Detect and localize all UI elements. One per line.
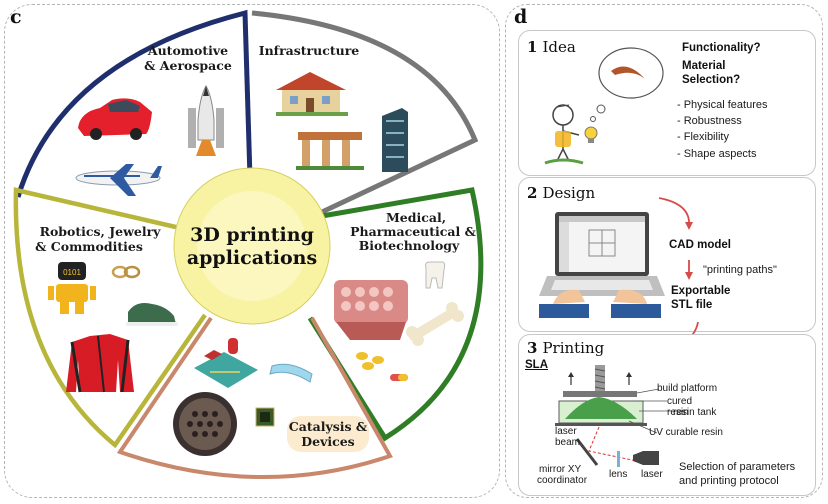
skyscraper-icon [382, 108, 408, 172]
sneaker-icon [126, 303, 178, 326]
selection-line2: and printing protocol [679, 475, 779, 487]
sla-label: SLA [525, 359, 548, 371]
uv-resin-label: UV curable resin [649, 427, 723, 438]
pills-icon [356, 352, 408, 381]
label-catalysis-line2: Devices [301, 434, 354, 449]
label-medical-line2: Pharmaceutical & [350, 224, 476, 239]
sector-robotics-arc [13, 187, 207, 449]
thinking-person-icon [544, 104, 584, 165]
label-automotive-line1: Automotive [147, 43, 228, 58]
material-question-line1: Material [682, 60, 726, 72]
hands-icon [539, 289, 661, 318]
export-line1: Exportable [671, 285, 731, 297]
label-catalysis-line1: Catalysis & [289, 419, 368, 434]
laser-beam-line1: laser [555, 426, 577, 437]
panel-d-letter: d [514, 6, 528, 28]
panel-d-frame [505, 4, 823, 498]
idea-illustration [544, 47, 664, 165]
idea-bullet-4: - Shape aspects [677, 148, 757, 160]
printing-paths-label: "printing paths" [703, 264, 777, 276]
build-platform-icon [563, 365, 637, 397]
panel-c-frame [4, 4, 500, 498]
label-infrastructure: Infrastructure [259, 43, 360, 58]
label-medical-line1: Medical, [386, 210, 446, 225]
space-shuttle-icon [188, 85, 224, 156]
idea-bullet-3: - Flexibility [677, 131, 729, 143]
laser-path [575, 426, 659, 467]
mirror-line2: coordinator [537, 475, 588, 486]
idea-bullet-1: - Physical features [677, 99, 768, 111]
car-icon [78, 98, 152, 140]
mirror-line1: mirror XY [539, 464, 582, 475]
airplane-icon [75, 164, 162, 196]
printing-step-number: 3 [527, 339, 538, 357]
cad-model-label: CAD model [669, 239, 731, 251]
sector-infrastructure-arc [251, 10, 479, 215]
house-icon [276, 72, 348, 116]
laser-beam-line2: beam [555, 437, 581, 448]
label-robotics-line1: Robotics, Jewelry [40, 224, 162, 239]
tissue-fibers-icon [334, 280, 408, 340]
sla-diagram [555, 365, 671, 467]
sector-medical-arc [307, 187, 484, 442]
center-title-line1: 3D printing [190, 224, 314, 246]
robot-display-text: 0101 [63, 268, 81, 277]
design-step-label: Design [542, 184, 596, 202]
design-arrow-curve [658, 197, 690, 227]
material-question-line2: Selection? [682, 74, 741, 86]
center-title-line2: applications [187, 247, 317, 269]
cured-resin-line1: cured [667, 396, 693, 407]
rings-icon [111, 265, 141, 279]
label-medical-line3: Biotechnology [359, 238, 460, 253]
functionality-question: Functionality? [682, 42, 761, 54]
resin-tank-icon [555, 397, 647, 426]
chip-icon [255, 407, 275, 427]
label-robotics-line2: & Commodities [35, 239, 143, 254]
design-step-number: 2 [527, 184, 538, 202]
bone-icon [406, 302, 464, 346]
tooth-icon [425, 261, 446, 289]
printing-step-label: Printing [542, 339, 605, 357]
cured-resin-line2: resin [667, 407, 689, 418]
laser-label: laser [641, 469, 663, 480]
resin-tank-label: resin tank [673, 407, 717, 418]
design-illustration [539, 197, 693, 318]
selection-line1: Selection of parameters [679, 461, 796, 473]
sector-catalysis-arc [116, 316, 393, 480]
panel-c-letter: c [10, 6, 22, 28]
laptop-icon [539, 212, 665, 296]
idea-step-label: Idea [542, 38, 576, 56]
sector-automotive-arc [15, 9, 253, 198]
lightbulb-icon [584, 126, 598, 143]
applications-wheel: 3D printing applications Automotive & Ae… [13, 9, 484, 480]
thought-bubble-icon [590, 47, 664, 122]
membrane-strip-icon [269, 363, 313, 383]
idea-step-number: 1 [527, 38, 538, 56]
export-line2: STL file [671, 299, 713, 311]
build-platform-label: build platform [657, 383, 718, 394]
idea-bullet-2: - Robustness [677, 115, 742, 127]
robot-icon: 0101 [48, 262, 96, 314]
lens-label: lens [609, 469, 628, 480]
circuit-board-icon [194, 338, 258, 388]
label-automotive-line2: & Aerospace [144, 58, 232, 73]
catalyst-disc-icon [173, 392, 237, 456]
bridge-icon [296, 132, 364, 170]
jacket-icon [66, 334, 134, 393]
